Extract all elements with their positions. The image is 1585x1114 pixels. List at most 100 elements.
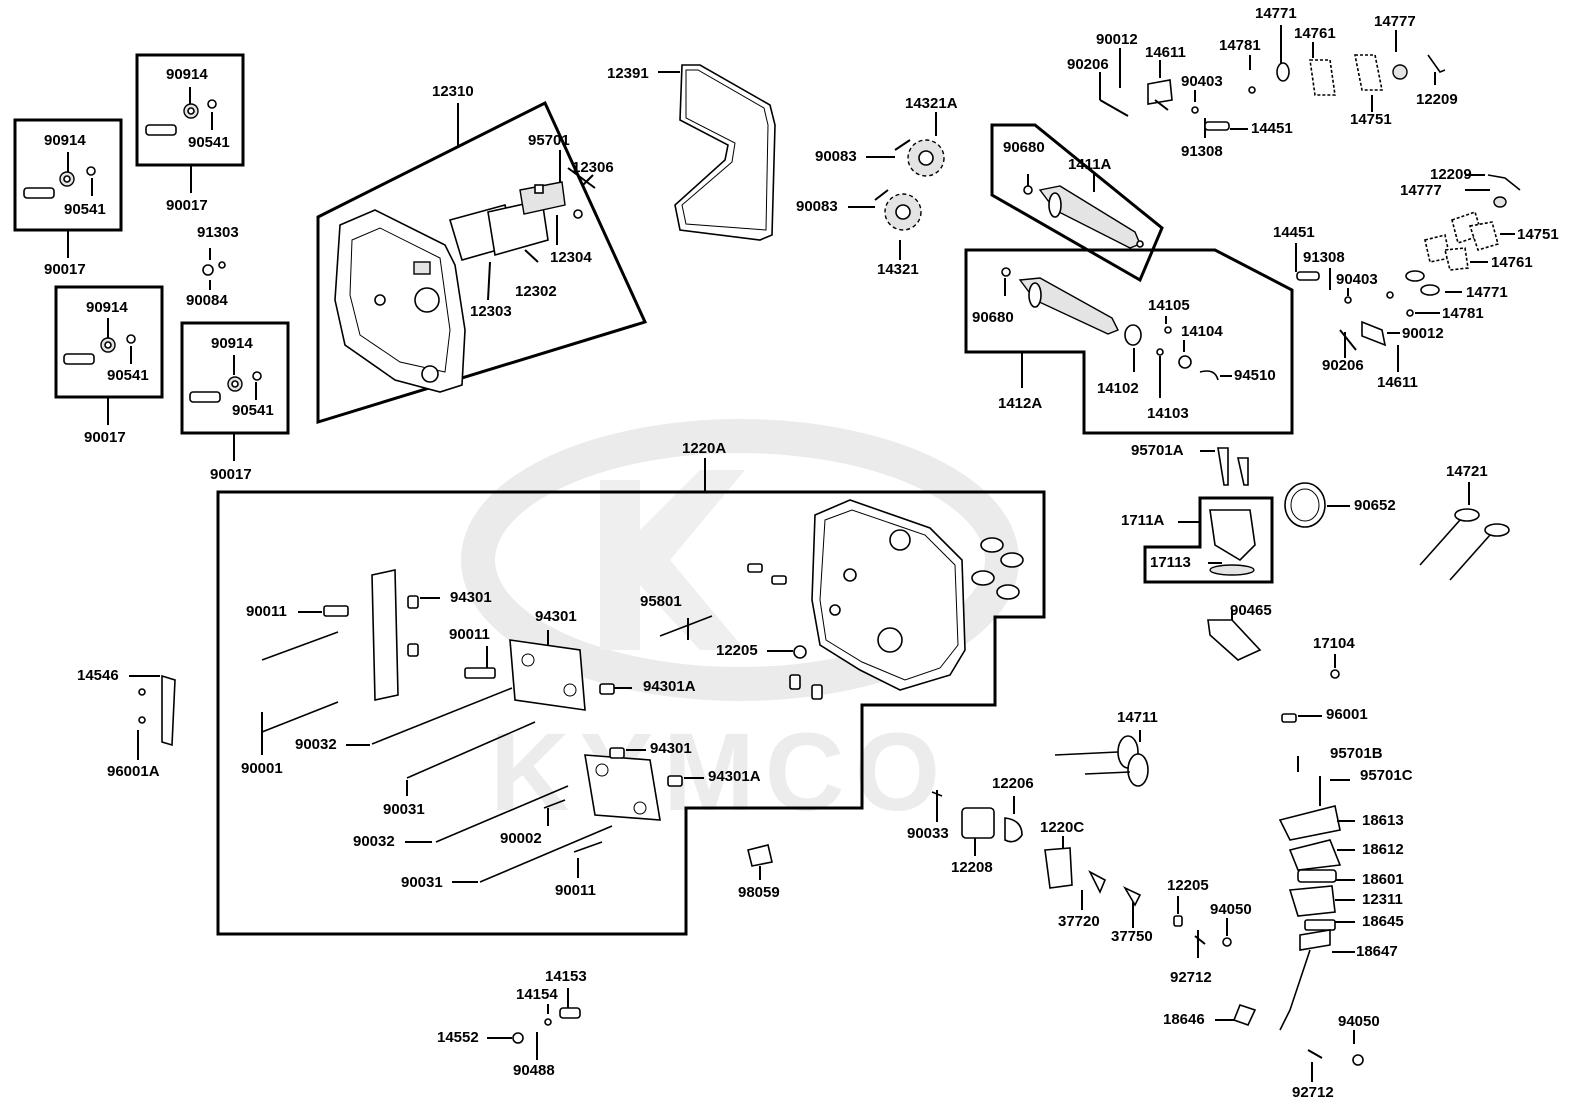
part-label: 90012 xyxy=(1402,325,1444,342)
part-label: 14761 xyxy=(1491,254,1533,271)
part-label: 12311 xyxy=(1362,891,1403,908)
part-label: 12205 xyxy=(716,642,758,659)
bolt-kit-box-a xyxy=(13,118,123,258)
part-label: 94510 xyxy=(1234,367,1276,384)
part-label: 90680 xyxy=(972,309,1014,326)
part-label: 14751 xyxy=(1350,111,1392,128)
part-label: 12208 xyxy=(951,859,993,876)
part-label: 90017 xyxy=(44,261,86,278)
part-label: 90914 xyxy=(86,299,128,316)
part-label: 1220A xyxy=(682,440,727,457)
part-label: 14711 xyxy=(1117,709,1158,726)
part-label: 12306 xyxy=(572,159,614,176)
part-label: 18647 xyxy=(1356,943,1398,960)
part-label: 94050 xyxy=(1210,901,1252,918)
part-label: 17113 xyxy=(1150,554,1191,571)
thermostat-parts-lower-right xyxy=(1173,610,1364,1082)
part-label: 90002 xyxy=(500,830,542,847)
part-label: 90914 xyxy=(166,66,208,83)
part-label: 94301A xyxy=(708,768,761,785)
part-label: 90033 xyxy=(907,825,949,842)
intake-manifold-box-1711a xyxy=(1143,447,1350,584)
rocker-arm-group-right xyxy=(1295,174,1521,372)
part-label: 37720 xyxy=(1058,913,1100,930)
part-label: 1411A xyxy=(1068,156,1112,173)
part-label: 14781 xyxy=(1219,37,1261,54)
part-label: 14104 xyxy=(1181,323,1223,340)
part-label: 92712 xyxy=(1292,1084,1334,1101)
cam-sprocket-14321a xyxy=(866,112,945,177)
part-label: 96001A xyxy=(107,763,160,780)
part-label: 90680 xyxy=(1003,139,1045,156)
part-label: 95801 xyxy=(640,593,682,610)
part-label: 94301 xyxy=(450,589,492,606)
part-label: 14771 xyxy=(1466,284,1508,301)
part-label: 14781 xyxy=(1442,305,1484,322)
part-label: 95701 xyxy=(528,132,570,149)
part-label: 12310 xyxy=(432,83,474,100)
kymco-watermark-text: KYMCO xyxy=(490,711,940,834)
part-label: 90012 xyxy=(1096,31,1138,48)
part-label: 14611 xyxy=(1145,44,1186,61)
part-label: 14451 xyxy=(1273,224,1315,241)
camshaft-box-1411a xyxy=(990,123,1164,283)
part-label: 37750 xyxy=(1111,928,1153,945)
part-label: 90652 xyxy=(1354,497,1396,514)
part-label: 90017 xyxy=(84,429,126,446)
part-label: 95701B xyxy=(1330,745,1383,762)
part-label: 90083 xyxy=(796,198,838,215)
part-label: 90465 xyxy=(1230,602,1272,619)
part-label: 94301A xyxy=(643,678,696,695)
part-label: 91308 xyxy=(1181,143,1223,160)
part-label: 90914 xyxy=(44,132,86,149)
part-label: 14103 xyxy=(1147,405,1189,422)
part-label: 14552 xyxy=(437,1029,479,1046)
bolt-kit-box-c xyxy=(54,285,164,425)
part-label: 90001 xyxy=(241,760,283,777)
part-label: 90541 xyxy=(232,402,274,419)
part-label: 91303 xyxy=(197,224,239,241)
part-label: 12391 xyxy=(607,65,649,82)
part-label: 12304 xyxy=(550,249,592,266)
part-label: 90403 xyxy=(1181,73,1223,90)
cylinder-head-box-1220a xyxy=(216,458,1046,936)
part-label: 98059 xyxy=(738,884,780,901)
part-label: 14777 xyxy=(1400,182,1442,199)
part-label: 14154 xyxy=(516,986,558,1003)
part-label: 14777 xyxy=(1374,13,1416,30)
chain-tensioner-14546 xyxy=(129,674,176,760)
part-label: 14105 xyxy=(1148,297,1190,314)
part-label: 90084 xyxy=(186,292,228,309)
part-label: 14751 xyxy=(1517,226,1559,243)
tensioner-parts-14153 xyxy=(487,988,581,1060)
part-label: 95701A xyxy=(1131,442,1184,459)
part-label: 90541 xyxy=(64,201,106,218)
part-label: 12205 xyxy=(1167,877,1209,894)
sensor-98059 xyxy=(747,844,773,880)
part-label: 94050 xyxy=(1338,1013,1380,1030)
part-label: 1412A xyxy=(998,395,1043,412)
part-label: 14153 xyxy=(545,968,587,985)
part-label: 90017 xyxy=(210,466,252,483)
part-label: 1711A xyxy=(1121,512,1165,529)
rocker-arm-group-top xyxy=(1099,25,1446,138)
part-label: 90032 xyxy=(295,736,337,753)
part-label: 14611 xyxy=(1377,374,1418,391)
part-label: 12209 xyxy=(1430,166,1472,183)
part-label: 18612 xyxy=(1362,841,1404,858)
part-label: 12206 xyxy=(992,775,1034,792)
part-label: 18646 xyxy=(1163,1011,1205,1028)
part-label: 14546 xyxy=(77,667,119,684)
part-label: 90032 xyxy=(353,833,395,850)
part-label: 90017 xyxy=(166,197,208,214)
bolt-kit-box-b xyxy=(135,53,245,193)
valve-and-cap-parts xyxy=(931,730,1149,928)
part-label: 90206 xyxy=(1322,357,1364,374)
part-label: 92712 xyxy=(1170,969,1212,986)
part-label: 90031 xyxy=(401,874,443,891)
cam-sprocket-14321 xyxy=(848,189,922,260)
part-label: 91308 xyxy=(1303,249,1345,266)
bolt-90084 xyxy=(202,248,226,290)
part-label: 90488 xyxy=(513,1062,555,1079)
